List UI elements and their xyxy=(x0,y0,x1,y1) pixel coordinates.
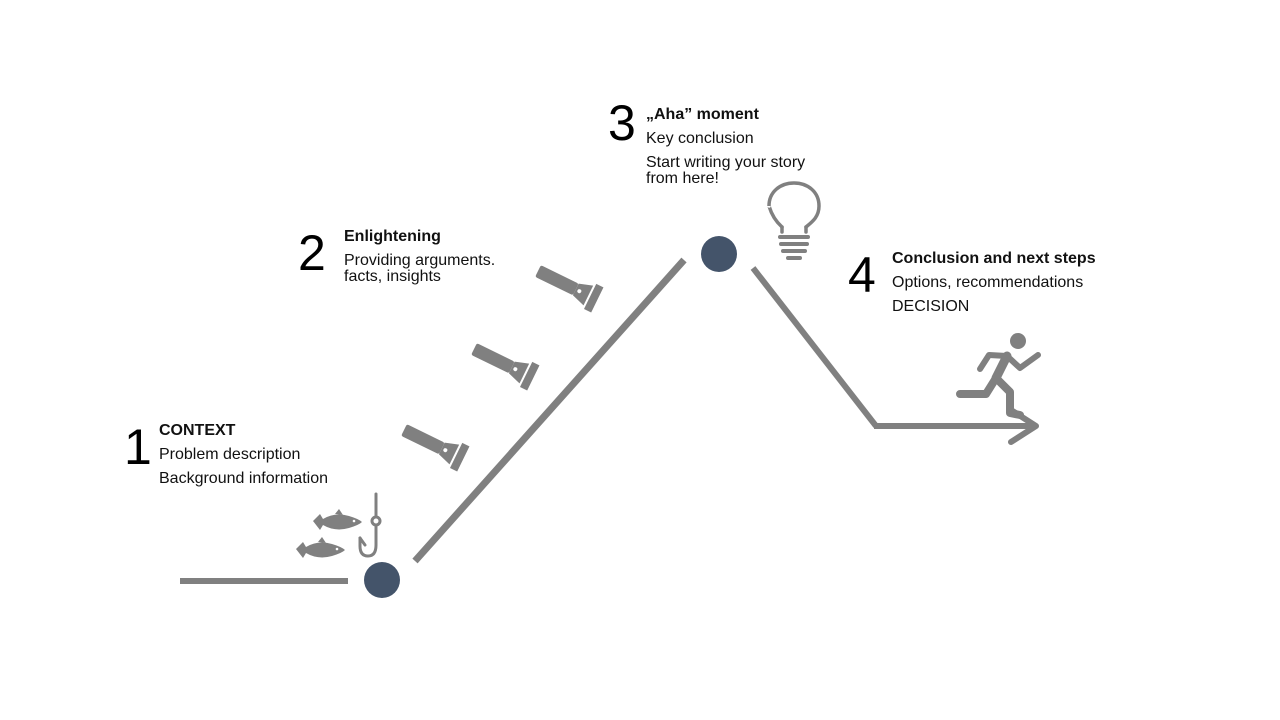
step-line: Key conclusion xyxy=(646,130,754,147)
rising-line xyxy=(412,257,687,564)
step-line: Options, recommendations xyxy=(892,274,1084,291)
step-title: CONTEXT xyxy=(159,422,236,439)
falling-line xyxy=(750,266,879,428)
flashlight-icon xyxy=(535,265,604,313)
fishing-hook-icon xyxy=(358,492,382,558)
flashlight-icon xyxy=(471,343,540,391)
running-person-icon xyxy=(956,333,1041,419)
step-title: „Aha” moment xyxy=(646,106,759,123)
fish-icon xyxy=(296,537,345,558)
step-line: Start writing your story xyxy=(646,154,806,171)
step-title: Enlightening xyxy=(344,228,441,245)
step-number: 2 xyxy=(298,225,326,281)
flashlight-icon xyxy=(401,424,470,472)
step-text: „Aha” moment Key conclusion Start writin… xyxy=(646,107,805,187)
lightbulb-icon xyxy=(767,181,821,260)
step-number: 3 xyxy=(608,95,636,151)
step-line: facts, insights xyxy=(344,268,441,285)
step-text: Enlightening Providing arguments. facts,… xyxy=(344,229,495,285)
fish-icon xyxy=(313,509,362,530)
step-number: 4 xyxy=(848,247,876,303)
peak-node xyxy=(701,236,737,272)
step-number: 1 xyxy=(124,419,152,475)
step-line: Problem description xyxy=(159,446,301,463)
start-node xyxy=(364,562,400,598)
step-title: Conclusion and next steps xyxy=(892,250,1096,267)
step-text: Conclusion and next steps Options, recom… xyxy=(892,251,1096,315)
step-line: Background information xyxy=(159,470,328,487)
step-line: Providing arguments. xyxy=(344,252,496,269)
step-line: from here! xyxy=(646,170,719,187)
step-text: CONTEXT Problem description Background i… xyxy=(159,423,328,487)
step-line: DECISION xyxy=(892,298,970,315)
